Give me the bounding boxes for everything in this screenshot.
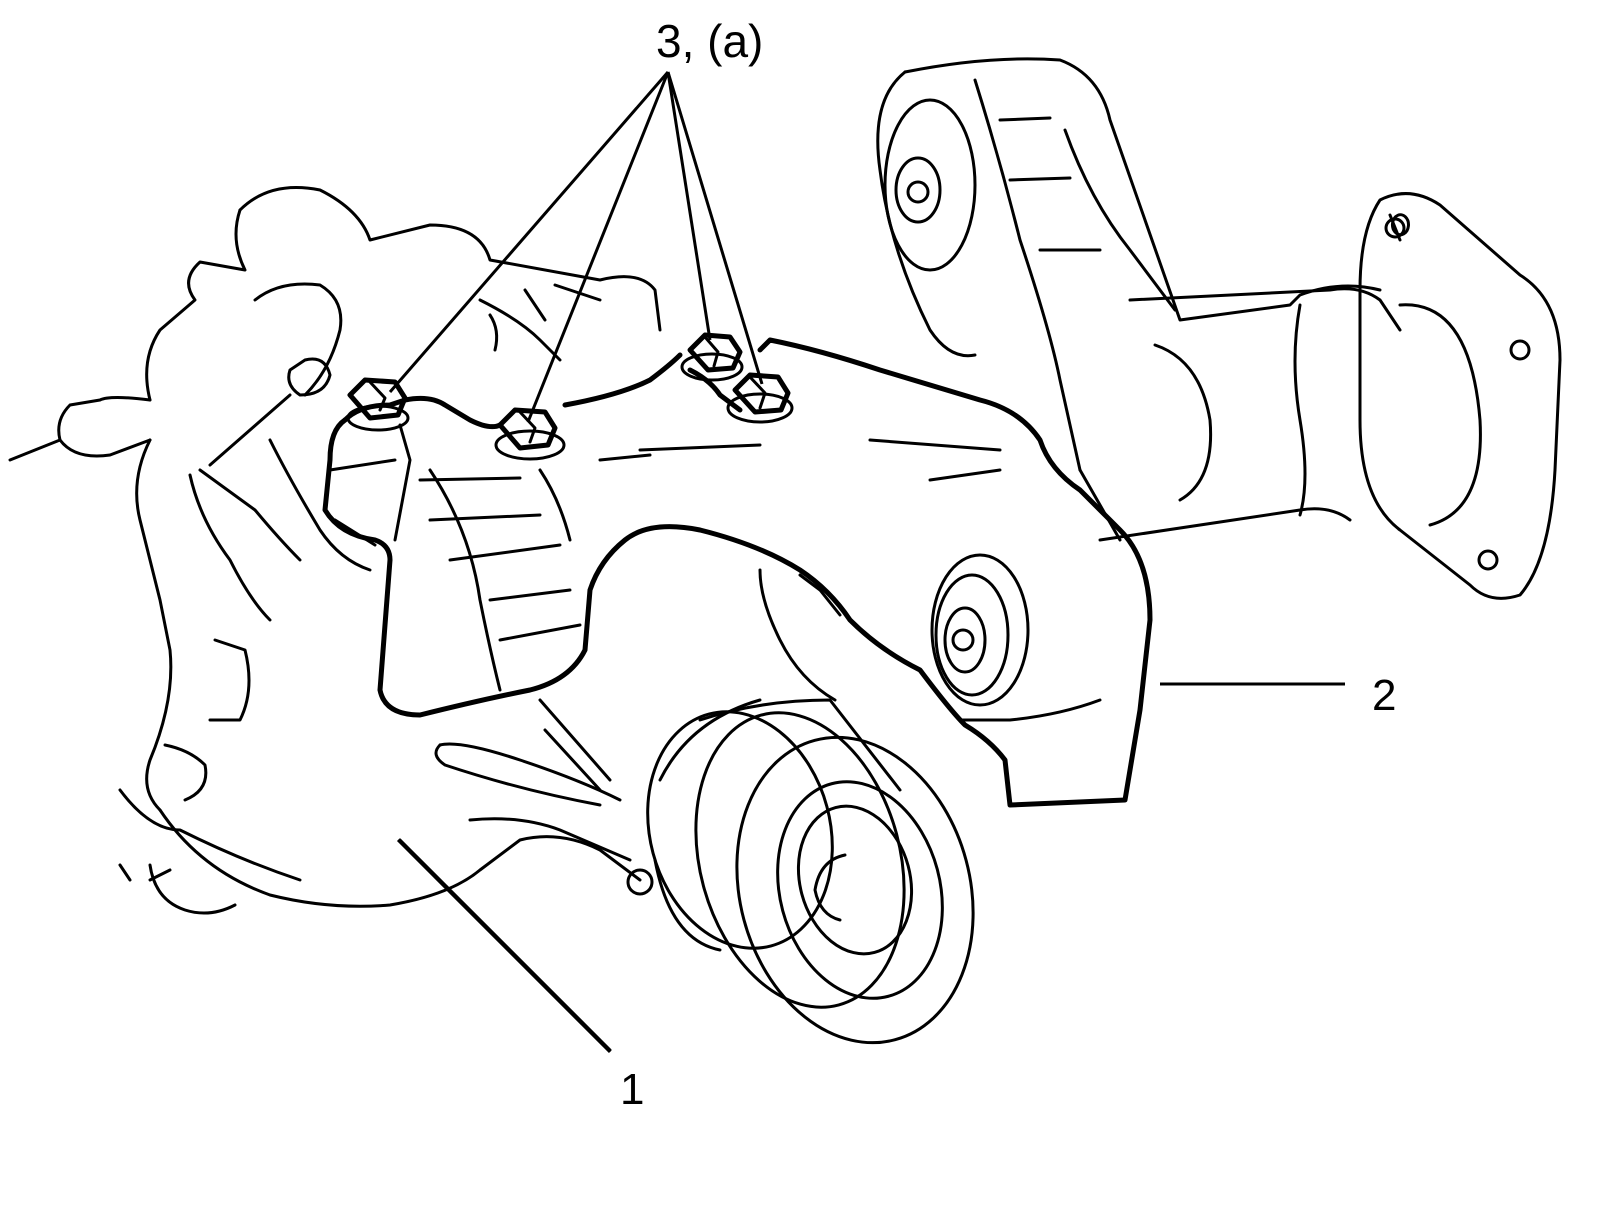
leader-3a-bolt-3 (666, 71, 712, 341)
differential-housing (8, 186, 662, 1052)
upper-bushing-inner (894, 156, 942, 224)
rear-mount-arm (876, 57, 1562, 600)
flange-hole-3 (1477, 549, 1499, 571)
bolt-3 (680, 332, 744, 382)
front-bushing-inner (943, 606, 987, 674)
part-1-callout-label: 1 (620, 1065, 645, 1114)
upper-bushing-hole (906, 180, 930, 204)
front-mount-bracket (322, 337, 1153, 808)
drain-plug (626, 868, 654, 896)
bolt-1 (346, 377, 410, 432)
front-bushing-outer (930, 553, 1030, 707)
leader-3a-bolt-4 (666, 71, 764, 385)
upper-bushing-outer (883, 98, 977, 272)
leader-3a-bolt-1 (388, 71, 670, 393)
front-bushing-hole (951, 628, 975, 652)
bolt-4 (726, 372, 794, 424)
bolt-callout-label: 3, (a) (656, 15, 764, 67)
part-2-callout-label: 2 (1372, 671, 1397, 720)
flange-hole-1 (1384, 217, 1406, 239)
leader-1 (396, 838, 612, 1054)
bolt-2 (494, 407, 566, 461)
flange-hole-2 (1509, 339, 1531, 361)
leader-3a-bolt-2 (526, 71, 670, 423)
leader-lines (388, 71, 1345, 1054)
front-bushing-mid (934, 573, 1010, 697)
pinion-flange (646, 568, 975, 1045)
